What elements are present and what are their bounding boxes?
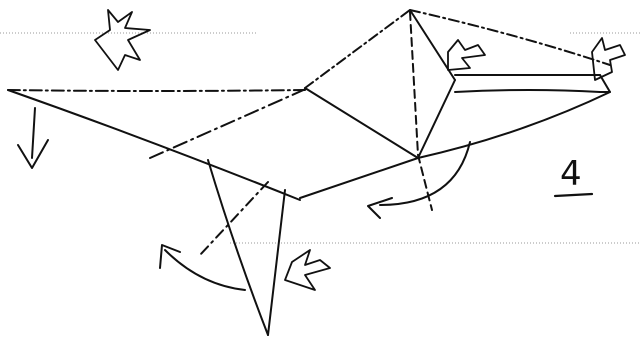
scan-lines (0, 33, 640, 243)
right-curve-arrow (368, 142, 470, 218)
step-number: 4 (560, 154, 582, 194)
left-wing-bottom-edge (8, 90, 300, 200)
wing-valley-fold-line (150, 88, 308, 158)
body-center-left (305, 88, 418, 158)
push-arrow-top-right (592, 38, 625, 80)
body-ridge-left (305, 10, 410, 88)
body-center-right (418, 80, 455, 158)
lower-body-line (300, 158, 418, 198)
right-wing-edge (418, 92, 610, 158)
push-arrow-bottom (285, 250, 330, 290)
push-arrow-top-left (95, 10, 150, 70)
step-number-underline (555, 194, 592, 196)
tail-point-right (268, 190, 285, 335)
left-wing-top-edge (8, 90, 305, 91)
fold-arrows (18, 108, 470, 290)
right-wing-lower (455, 90, 600, 92)
left-down-arrow (18, 108, 48, 168)
tail-point-left (208, 160, 268, 335)
crane-figure (8, 10, 610, 335)
step-label: 4 (555, 154, 592, 196)
vertical-fold-line (410, 12, 432, 210)
push-arrow-top-center (448, 40, 485, 70)
